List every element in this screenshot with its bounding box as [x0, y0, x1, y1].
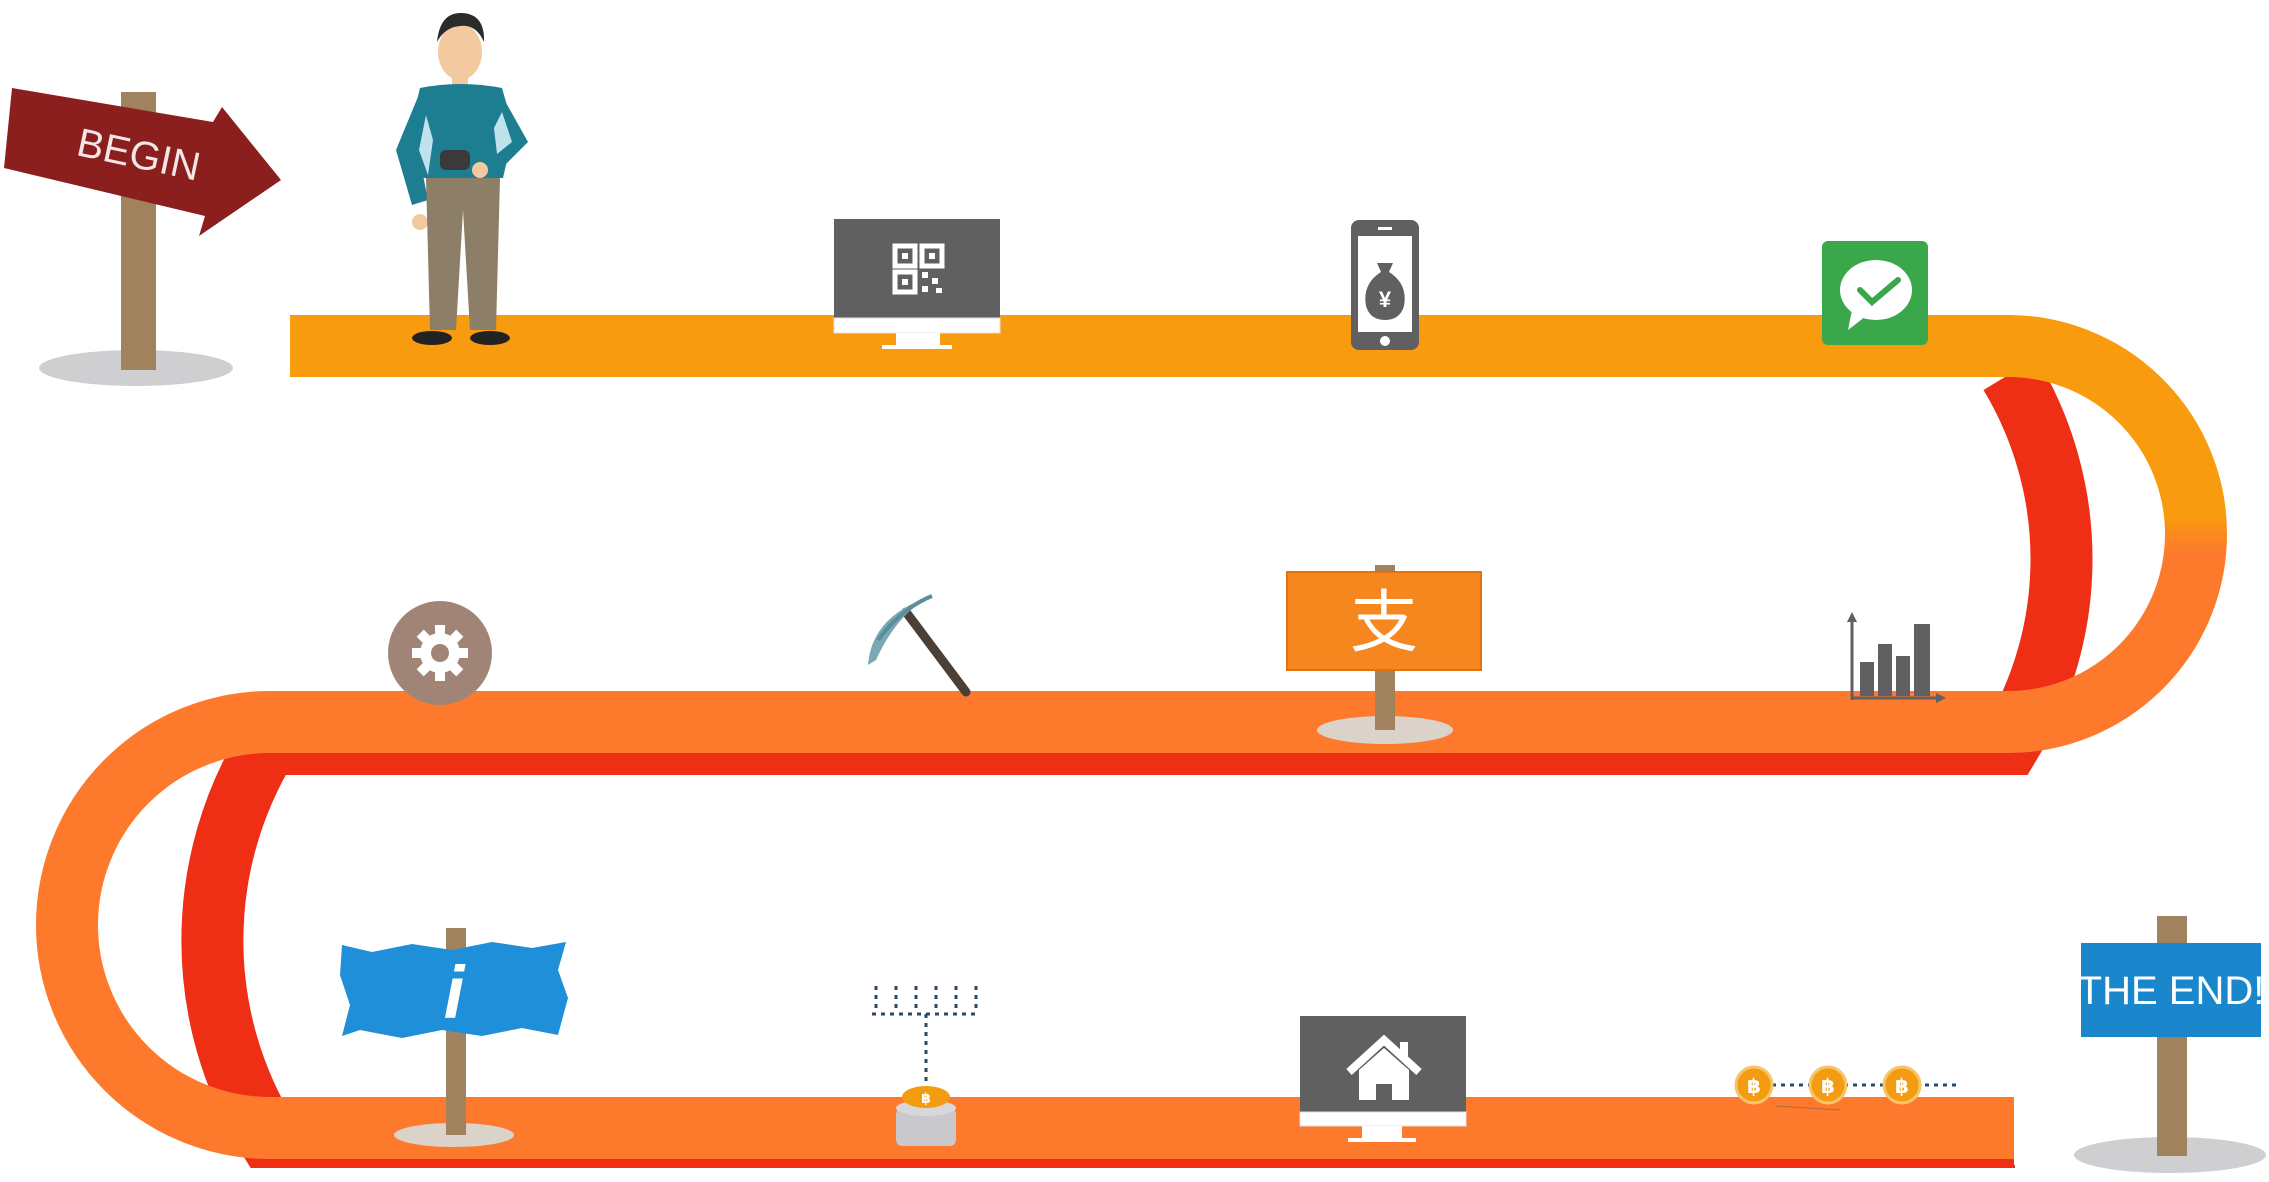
- bitcoin-coin: ฿: [1734, 1065, 1774, 1105]
- end-signpost: THE END!: [2074, 916, 2266, 1173]
- qr-code-monitor-icon: [833, 219, 1001, 349]
- road: [36, 315, 2227, 1168]
- begin-signpost: BEGIN: [4, 88, 281, 386]
- alipay-sign-icon: 支: [1286, 565, 1482, 744]
- svg-text:฿: ฿: [1895, 1076, 1909, 1098]
- wechat-icon: [1822, 241, 1928, 345]
- begin-arrow: [4, 88, 281, 236]
- bar-chart-icon: [1847, 612, 1946, 703]
- yen-symbol: ¥: [1379, 287, 1392, 312]
- info-banner: [340, 942, 568, 1038]
- info-char: i: [444, 951, 466, 1034]
- person-figure: [396, 12, 528, 345]
- bitcoin-coin: ฿: [1882, 1065, 1922, 1105]
- info-sign-icon: i: [340, 928, 568, 1147]
- road-right-turn: [2007, 315, 2227, 753]
- road-left-turn: [36, 691, 271, 1159]
- alipay-char: 支: [1350, 585, 1418, 661]
- bitcoin-chain-icon: ฿ ฿ ฿: [1734, 1065, 1960, 1111]
- svg-text:฿: ฿: [1747, 1076, 1761, 1098]
- svg-text:฿: ฿: [1821, 1076, 1835, 1098]
- svg-text:฿: ฿: [921, 1090, 931, 1106]
- home-monitor-icon: [1299, 1016, 1467, 1142]
- pickaxe-icon: [868, 594, 971, 697]
- end-label: THE END!: [2078, 969, 2265, 1013]
- bitcoin-coin: ฿: [1808, 1065, 1848, 1105]
- money-bag-phone-icon: ¥: [1351, 220, 1419, 350]
- bitcoin-mining-icon: ฿: [872, 986, 980, 1146]
- gear-icon: [388, 601, 492, 705]
